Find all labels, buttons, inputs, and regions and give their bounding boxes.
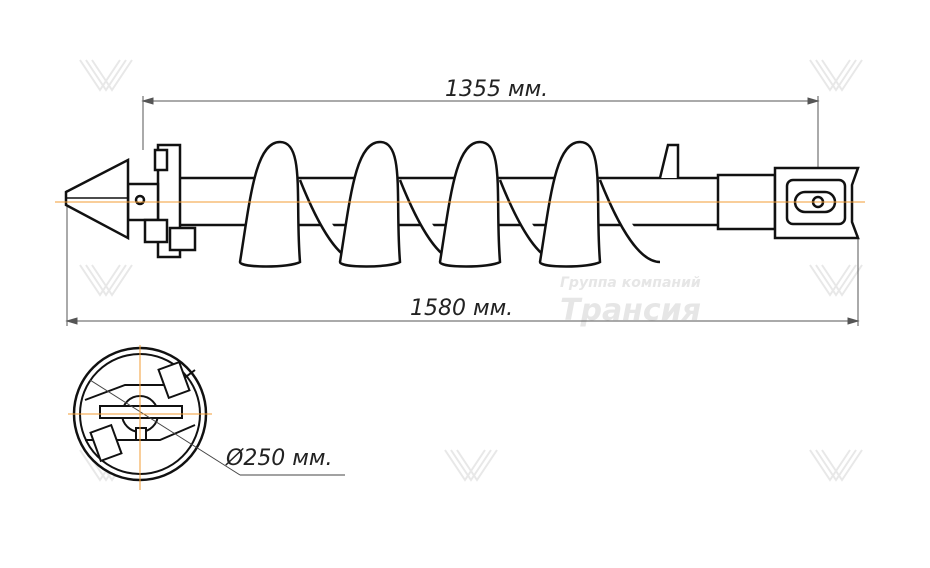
watermark-chevron <box>821 449 863 482</box>
watermark-chevron <box>91 264 133 297</box>
auger-flight <box>538 140 661 268</box>
watermark-chevron <box>821 59 863 92</box>
watermark-logo: Группа компаний Трансия <box>560 275 701 328</box>
watermark-chevron <box>91 59 133 92</box>
watermark-chevron <box>809 449 851 482</box>
watermark-chevron <box>79 59 121 92</box>
watermark-chevron <box>456 449 498 482</box>
watermark-chevron <box>444 449 486 482</box>
dimension-lines <box>65 96 860 326</box>
end-view-centerlines <box>68 345 212 490</box>
watermark-text-2: Трансия <box>560 293 701 328</box>
watermark-chevron <box>85 59 127 92</box>
watermark-chevron <box>809 264 851 297</box>
watermark-chevron <box>821 264 863 297</box>
dimension-total-length: 1580 мм. <box>410 296 513 321</box>
auger-flight-end <box>658 143 680 179</box>
auger-side-view <box>64 140 860 268</box>
watermark-pattern <box>79 59 863 482</box>
watermark-chevron <box>79 264 121 297</box>
watermark-chevron <box>450 449 492 482</box>
watermark-chevron <box>809 59 851 92</box>
dimension-flight-length: 1355 мм. <box>445 77 548 102</box>
watermark-chevron <box>815 59 857 92</box>
dimension-diameter: Ø250 мм. <box>225 446 333 471</box>
watermark-chevron <box>815 264 857 297</box>
watermark-chevron <box>815 449 857 482</box>
watermark-text-1: Группа компаний <box>560 275 701 291</box>
watermark-chevron <box>85 264 127 297</box>
